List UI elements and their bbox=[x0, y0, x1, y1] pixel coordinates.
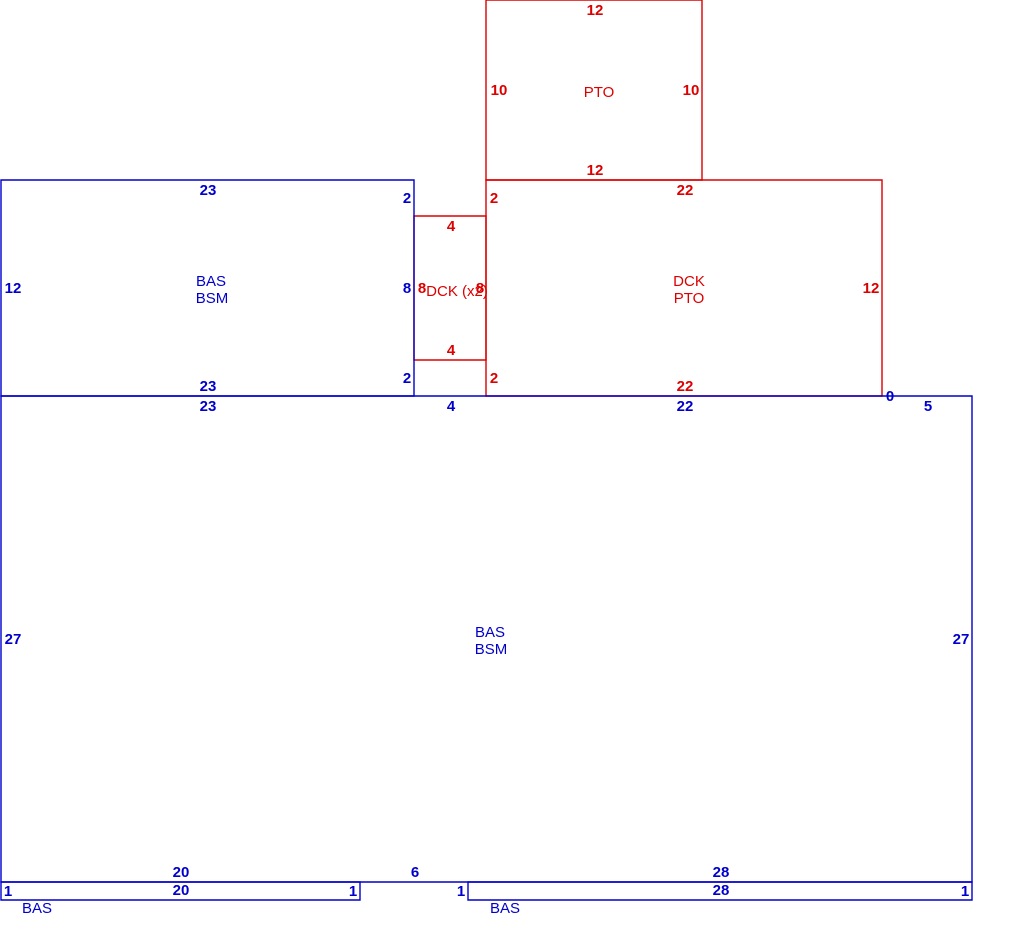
deck-pto-dim-right: 12 bbox=[863, 280, 880, 297]
deck-pto-code: DCK bbox=[673, 273, 705, 290]
main-dim-top-left: 23 bbox=[200, 398, 217, 415]
main-dim-top-center: 22 bbox=[677, 398, 694, 415]
deck-pto-dim-top-left: 2 bbox=[490, 190, 498, 207]
strip-left-dim-left: 1 bbox=[4, 883, 12, 900]
main-dim-right: 27 bbox=[953, 631, 970, 648]
upper-left-code: BAS bbox=[196, 273, 226, 290]
pto-top-dim-right: 10 bbox=[683, 82, 700, 99]
upper-left-dim-top-right: 2 bbox=[403, 190, 411, 207]
exterior-labels: 12 10 10 12 PTO 22 2 12 2 22 DCK PTO 4 8… bbox=[418, 2, 880, 395]
upper-left-dim-left: 12 bbox=[5, 280, 22, 297]
strip-right-dim-top: 28 bbox=[713, 882, 730, 899]
strip-left-dim-right: 1 bbox=[349, 883, 357, 900]
deck-pto-dim-bottom: 22 bbox=[677, 378, 694, 395]
upper-left-dim-bottom-right: 2 bbox=[403, 370, 411, 387]
dwelling-labels: 23 2 12 8 2 23 BAS BSM 23 4 22 0 5 27 27… bbox=[4, 182, 970, 917]
upper-left-dim-bottom: 23 bbox=[200, 378, 217, 395]
main-subcode: BSM bbox=[475, 641, 508, 658]
dwelling-areas bbox=[0, 179, 973, 901]
strip-right-outline bbox=[467, 881, 973, 901]
main-dim-bottom-left: 20 bbox=[173, 864, 190, 881]
main-dim-top-mid: 4 bbox=[447, 398, 456, 415]
strip-left-outline bbox=[0, 881, 361, 901]
main-dim-bottom-mid: 6 bbox=[411, 864, 419, 881]
deck-pto-dim-top: 22 bbox=[677, 182, 694, 199]
pto-top-dim-bottom: 12 bbox=[587, 162, 604, 179]
pto-top-dim-top: 12 bbox=[587, 2, 604, 19]
strip-right-dim-left: 1 bbox=[457, 883, 465, 900]
upper-left-dim-right: 8 bbox=[403, 280, 411, 297]
deck-small-dim-right: 8 bbox=[476, 280, 484, 297]
deck-small-dim-bottom: 4 bbox=[447, 342, 456, 359]
main-code: BAS bbox=[475, 624, 505, 641]
main-dim-top-right: 5 bbox=[924, 398, 932, 415]
deck-small-dim-left: 8 bbox=[418, 280, 426, 297]
strip-right-dim-right: 1 bbox=[961, 883, 969, 900]
deck-pto-dim-corner: 0 bbox=[886, 388, 894, 405]
strip-right-code: BAS bbox=[490, 900, 520, 917]
main-dim-bottom-right: 28 bbox=[713, 864, 730, 881]
deck-small-dim-top: 4 bbox=[447, 218, 456, 235]
deck-pto-subcode: PTO bbox=[674, 290, 705, 307]
strip-left-dim-top: 20 bbox=[173, 882, 190, 899]
pto-top-code: PTO bbox=[584, 84, 615, 101]
strip-left-code: BAS bbox=[22, 900, 52, 917]
main-dim-left: 27 bbox=[5, 631, 22, 648]
deck-small-code: DCK (x2) bbox=[426, 283, 488, 300]
pto-top-dim-left: 10 bbox=[491, 82, 508, 99]
upper-left-dim-top: 23 bbox=[200, 182, 217, 199]
deck-pto-dim-bottom-left: 2 bbox=[490, 370, 498, 387]
upper-left-subcode: BSM bbox=[196, 290, 229, 307]
